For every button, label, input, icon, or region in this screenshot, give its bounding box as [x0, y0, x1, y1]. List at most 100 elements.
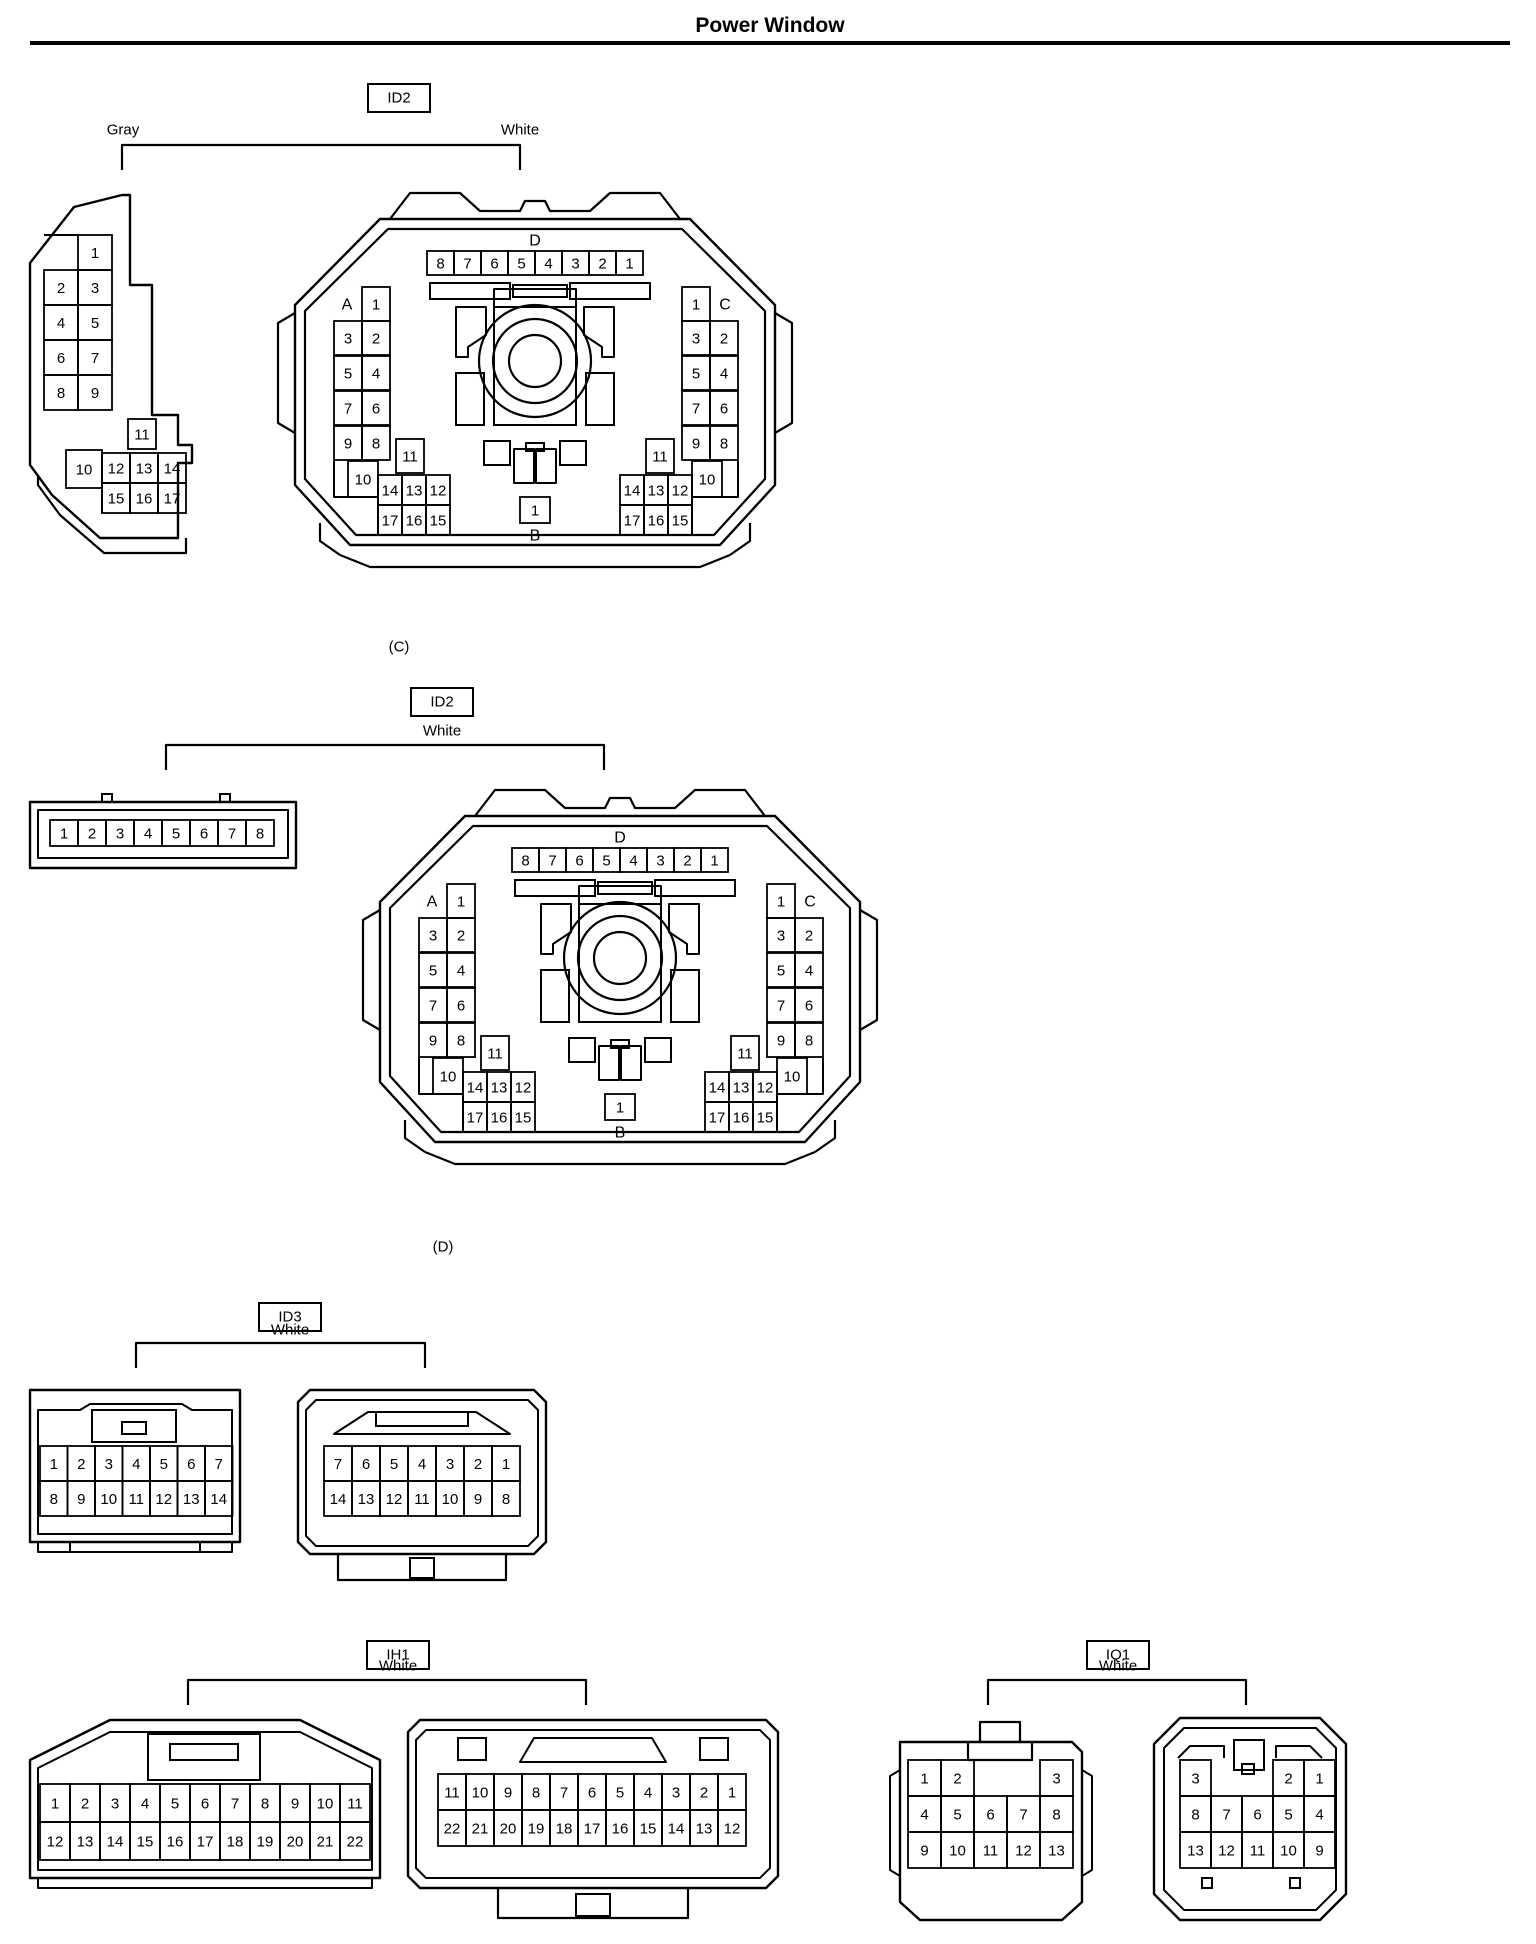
shell — [28, 1718, 382, 1880]
pin: 15 — [425, 504, 451, 536]
pin: 10 — [940, 1831, 975, 1869]
pin-number: 6 — [200, 826, 208, 843]
pin: 12 — [1210, 1831, 1243, 1869]
pin-number: 3 — [1191, 1771, 1199, 1788]
pin: 17 — [462, 1101, 488, 1133]
bottom-lock — [1289, 1877, 1301, 1889]
pin-number: 1 — [692, 297, 700, 314]
pin-number: 17 — [467, 1110, 484, 1127]
pin-number: 5 — [172, 826, 180, 843]
pin-number: 10 — [1280, 1843, 1297, 1860]
pin: 6 — [480, 250, 509, 276]
pin: 6 — [189, 819, 219, 847]
boss-ring-outer — [477, 303, 593, 419]
pin: 11 — [645, 438, 675, 474]
pin: 8 — [511, 847, 540, 873]
pin: 3 — [1179, 1759, 1212, 1797]
pin: 4 — [709, 355, 739, 391]
pin-number: 16 — [136, 491, 153, 508]
pin-number: 2 — [1284, 1771, 1292, 1788]
pin: 13 — [351, 1480, 381, 1517]
bracket — [186, 1678, 588, 1705]
outer-body — [28, 193, 194, 540]
pin-number: 2 — [805, 928, 813, 945]
pin: 13 — [129, 452, 159, 484]
pin: 4 — [619, 847, 648, 873]
pin: 4 — [407, 1445, 437, 1482]
pin-number: 11 — [402, 449, 418, 466]
pin: 8 — [794, 1022, 824, 1058]
pin-cell — [425, 504, 451, 536]
pin-number: 9 — [504, 1785, 512, 1802]
inner-shell — [388, 824, 852, 1134]
connector-id-box — [258, 1302, 322, 1332]
pin-cell — [446, 1022, 476, 1058]
key-left — [540, 903, 572, 955]
pin-cell — [446, 952, 476, 988]
pin-number: 5 — [953, 1807, 961, 1824]
pin: 2 — [709, 320, 739, 356]
pin: 10 — [465, 1773, 495, 1811]
latch-window — [169, 1743, 239, 1761]
pin: 11 — [395, 438, 425, 474]
pin: 6 — [189, 1783, 221, 1823]
pin-number: 10 — [76, 462, 93, 479]
top-square — [699, 1737, 729, 1761]
pin-number: 13 — [733, 1080, 750, 1097]
slot — [569, 282, 651, 300]
pin: 5 — [605, 1773, 635, 1811]
pin: 17 — [619, 504, 645, 536]
pin: 5 — [161, 819, 191, 847]
pin-number: 3 — [344, 331, 352, 348]
pin: 11 — [437, 1773, 467, 1811]
key-right — [668, 903, 700, 955]
pin: 13 — [69, 1821, 101, 1861]
pin: 2 — [361, 320, 391, 356]
cavity-label-c: C — [804, 894, 816, 911]
pin-number: 14 — [624, 483, 641, 500]
pin: 14 — [704, 1071, 730, 1103]
pin: 15 — [101, 482, 131, 514]
pin-number: 13 — [183, 1491, 200, 1508]
pin-cell — [480, 1035, 510, 1071]
pin-number: 7 — [344, 401, 352, 418]
pin: 8 — [1039, 1795, 1074, 1833]
pin: 7 — [766, 987, 796, 1023]
pin-cell — [717, 1809, 747, 1847]
pin: 7 — [1210, 1795, 1243, 1833]
pin-number: 1 — [51, 1796, 59, 1813]
pin-number: 4 — [372, 366, 380, 383]
top-latch — [474, 788, 766, 817]
connector-id-box — [367, 83, 431, 113]
pin: 17 — [189, 1821, 221, 1861]
pin: 5 — [333, 355, 363, 391]
pin: 7 — [549, 1773, 579, 1811]
pin-number: 1 — [1315, 1771, 1323, 1788]
pin-number: 17 — [584, 1821, 601, 1838]
pin-cell — [519, 496, 551, 524]
pin: 14 — [377, 474, 403, 506]
bottom-lip-right — [729, 523, 752, 556]
pin: 12 — [39, 1821, 71, 1861]
pin-number: 4 — [720, 366, 728, 383]
pin: 3 — [333, 320, 363, 356]
slot — [455, 372, 485, 426]
pin-number: 6 — [588, 1785, 596, 1802]
small-square — [483, 440, 511, 466]
key-slot — [375, 1411, 469, 1427]
pin-number: 1 — [728, 1785, 736, 1802]
shell — [28, 1388, 242, 1544]
pin-number: 12 — [108, 461, 125, 478]
pin-number: 12 — [1015, 1843, 1032, 1860]
pin-number: 7 — [463, 256, 471, 273]
pin: 4 — [133, 819, 163, 847]
pin-number: 9 — [77, 1491, 85, 1508]
pin: 5 — [592, 847, 621, 873]
pin-cell — [730, 1035, 760, 1071]
pin: 16 — [605, 1809, 635, 1847]
pin: 1 — [907, 1759, 942, 1797]
left-latch — [361, 909, 381, 1031]
